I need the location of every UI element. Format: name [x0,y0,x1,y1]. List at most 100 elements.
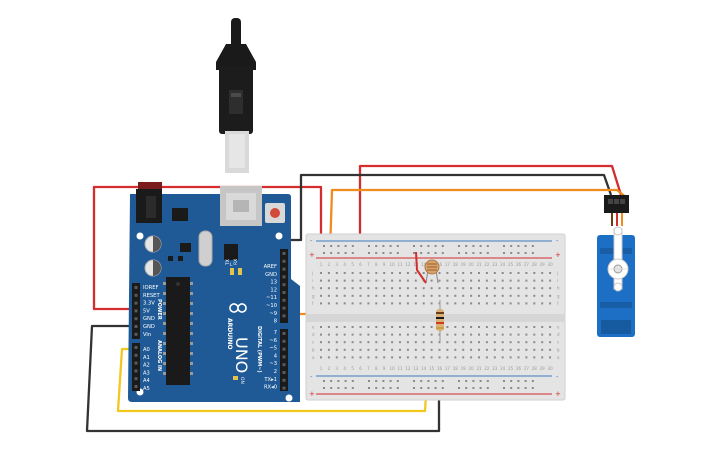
breadboard-row-label: b [312,347,315,352]
rail-minus-top-right: - [556,237,559,245]
breadboard-column-label: 28 [532,366,538,371]
tx-label: TX [225,259,231,266]
breadboard-row-label: f [312,301,314,306]
breadboard-row-label: a [312,355,315,360]
breadboard-row-label: h [312,286,315,291]
analog-pin-label: A4 [143,378,151,384]
breadboard-column-label: 29 [540,366,546,371]
analog-header-label: ANALOG IN [156,340,162,371]
digital-pin-label: 7 [274,330,277,336]
analog-pin-label: A3 [143,370,150,376]
breadboard-column-label: 18 [453,262,459,267]
arduino-logo [229,303,247,313]
breadboard-column-label: 1 [320,262,323,267]
wire-black-gnd [85,324,441,433]
breadboard-column-label: 25 [508,366,514,371]
breadboard-column-label: 17 [445,262,451,267]
breadboard-column-label: 20 [469,366,475,371]
breadboard-column-label: 11 [397,366,403,371]
photoresistor [424,259,440,284]
breadboard-column-label: 27 [524,262,530,267]
power-pin-label: GND [143,324,155,330]
breadboard-column-label: 28 [532,262,538,267]
on-label: ON [239,377,245,384]
breadboard-column-label: 30 [548,262,554,267]
wire-red-5v [92,185,323,311]
breadboard-column-label: 16 [437,366,443,371]
digital-pin-label: 13 [270,280,277,286]
l-label: L [230,262,233,268]
breadboard-column-label: 3 [336,262,339,267]
breadboard-column-label: 19 [461,262,467,267]
breadboard-column-label: 27 [524,366,530,371]
breadboard-column-label: 8 [375,262,378,267]
breadboard-column-label: 10 [390,262,396,267]
breadboard-column-label: 16 [437,262,443,267]
digital-header-bottom [280,329,288,391]
rail-minus-bottom-right: - [556,373,559,381]
breadboard-column-label: 12 [405,366,411,371]
breadboard-column-label: 17 [445,366,451,371]
breadboard-column-label: 8 [375,366,378,371]
digital-pin-label: 2 [274,369,277,375]
breadboard-column-label: 22 [484,366,490,371]
breadboard-row-label: a [557,355,560,360]
servo-motor [597,195,635,337]
breadboard-column-label: 23 [492,262,498,267]
analog-pin-label: A2 [143,363,150,369]
breadboard-column-label: 9 [383,262,386,267]
breadboard-row-label: i [557,278,558,283]
analog-pin-label: A0 [143,347,150,353]
breadboard-column-label: 2 [328,366,331,371]
breadboard-row-label: e [312,325,315,330]
breadboard-column-label: 21 [476,262,482,267]
power-pin-label: 5V [143,308,150,314]
breadboard-column-label: 25 [508,262,514,267]
digital-pin-label: ~5 [269,346,277,352]
power-pin-label: IOREF [143,285,158,291]
breadboard-row-label: b [557,347,560,352]
wire-black-servo [291,173,613,242]
breadboard-column-label: 29 [540,262,546,267]
breadboard-row-label: c [312,340,314,345]
breadboard-column-label: 30 [548,366,554,371]
rail-plus-top-left: + [309,251,315,259]
digital-pin-label: RX◂0 [264,385,277,391]
breadboard-row-label: j [556,271,558,276]
breadboard-column-label: 1 [320,366,323,371]
breadboard-column-label: 4 [343,366,346,371]
digital-pin-label: 8 [274,319,277,325]
digital-pin-label: GND [265,272,277,278]
breadboard-column-label: 14 [421,262,427,267]
breadboard-row-label: e [557,325,560,330]
breadboard-row-label: d [557,332,560,337]
resistor [436,300,444,342]
breadboard-column-label: 22 [484,262,490,267]
breadboard-row-label: j [311,271,313,276]
breadboard-row-label: g [557,293,560,298]
breadboard: - + - + - + - + 112233445566778899101011… [305,233,566,401]
rx-label: RX [233,259,239,265]
breadboard-column-label: 9 [383,366,386,371]
breadboard-column-label: 23 [492,366,498,371]
digital-pin-label: 4 [274,353,278,359]
analog-pin-label: A1 [143,355,150,361]
analog-pin-label: A5 [143,386,150,392]
power-header-label: POWER [156,299,162,320]
breadboard-column-label: 7 [367,366,370,371]
breadboard-column-label: 24 [500,366,506,371]
breadboard-column-label: 20 [469,262,475,267]
digital-pin-label: ~10 [266,303,277,309]
digital-pin-label: ~6 [269,338,277,344]
digital-pin-label: TX▸1 [263,377,277,383]
breadboard-row-label: g [312,293,315,298]
rail-minus-bottom-left: - [310,373,313,381]
breadboard-column-label: 6 [359,366,362,371]
breadboard-column-label: 26 [516,366,522,371]
breadboard-column-label: 21 [476,366,482,371]
breadboard-column-label: 26 [516,262,522,267]
